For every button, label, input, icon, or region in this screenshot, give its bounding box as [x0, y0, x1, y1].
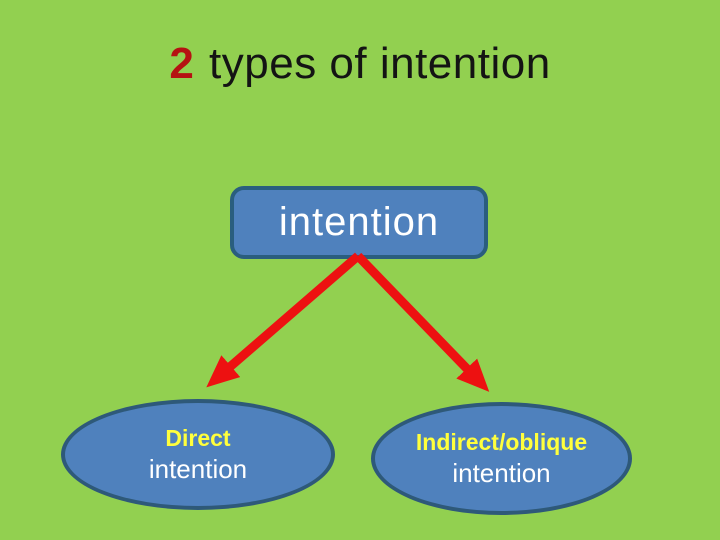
node-indirect-subtext: intention — [452, 457, 551, 488]
intention-box-label: intention — [278, 200, 440, 244]
arrow-down-right — [354, 252, 490, 392]
title-text: types of intention — [196, 39, 551, 88]
node-direct-heading: Direct — [165, 424, 231, 451]
node-indirect-heading: Indirect/oblique — [415, 428, 588, 455]
arrow-down-left — [206, 252, 361, 388]
title-number: 2 — [169, 39, 195, 88]
node-direct-intention: Direct intention — [61, 399, 335, 510]
node-indirect-oblique-intention: Indirect/oblique intention — [371, 402, 632, 515]
slide-title: 2 types of intention — [0, 39, 720, 88]
intention-box: intention — [230, 186, 488, 259]
node-direct-subtext: intention — [148, 453, 248, 484]
